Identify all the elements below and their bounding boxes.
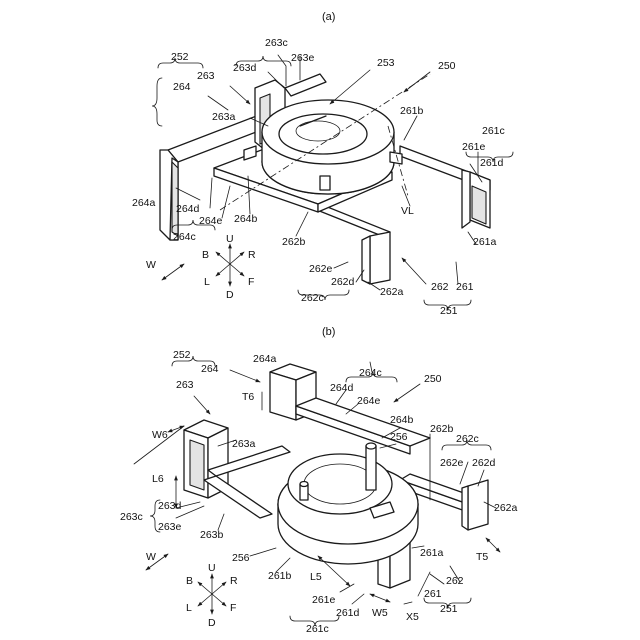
bracket-264-a xyxy=(152,78,162,126)
label-264: 264 xyxy=(173,81,191,93)
label-262b-b: 262b xyxy=(430,423,454,435)
label-251: 251 xyxy=(440,305,458,317)
label-264e: 264e xyxy=(199,215,223,227)
label-256-top: 256 xyxy=(390,431,408,443)
label-261d-b: 261d xyxy=(336,607,360,619)
label-263d-b: 263d xyxy=(158,500,182,512)
axis-F-a: F xyxy=(248,276,254,288)
direction-axes-a: U D B F L R W xyxy=(146,233,256,301)
axis-U-b: U xyxy=(208,562,216,574)
label-263e-b: 263e xyxy=(158,521,182,533)
label-W6: W6 xyxy=(152,429,168,441)
figure-a: (a) xyxy=(132,11,513,317)
label-262: 262 xyxy=(431,281,449,293)
caption-b: (b) xyxy=(322,326,335,338)
label-264a-b: 264a xyxy=(253,353,277,365)
axis-R-b: R xyxy=(230,575,238,587)
label-263c-b: 263c xyxy=(120,511,143,523)
axis-R-a: R xyxy=(248,249,256,261)
label-261e-b: 261e xyxy=(312,594,336,606)
label-250: 250 xyxy=(438,60,456,72)
label-L6: L6 xyxy=(152,473,164,485)
label-262e-b: 262e xyxy=(440,457,464,469)
label-261a-b: 261a xyxy=(420,547,444,559)
label-264d: 264d xyxy=(176,203,200,215)
label-264b: 264b xyxy=(234,213,258,225)
label-261-b: 261 xyxy=(424,588,442,600)
label-256-bottom: 256 xyxy=(232,552,250,564)
caption-a: (a) xyxy=(322,11,335,23)
axis-B-a: B xyxy=(202,249,209,261)
label-263: 263 xyxy=(197,70,215,82)
axis-W-b: W xyxy=(146,551,156,563)
label-T5: T5 xyxy=(476,551,488,563)
axis-D-b: D xyxy=(208,617,216,629)
axis-L-b: L xyxy=(186,602,192,614)
label-264c: 264c xyxy=(173,231,196,243)
direction-axes-b: U D B F L R W xyxy=(146,551,238,629)
label-263a-b: 263a xyxy=(232,438,256,450)
label-261c: 261c xyxy=(482,125,505,137)
axis-B-b: B xyxy=(186,575,193,587)
label-261a: 261a xyxy=(473,236,497,248)
label-263a: 263a xyxy=(212,111,236,123)
label-T6: T6 xyxy=(242,391,254,403)
label-262a-b: 262a xyxy=(494,502,518,514)
label-261e: 261e xyxy=(462,141,486,153)
label-261: 261 xyxy=(456,281,474,293)
label-VL: VL xyxy=(401,205,414,217)
label-262b: 262b xyxy=(282,236,306,248)
label-262a: 262a xyxy=(380,286,404,298)
label-263c: 263c xyxy=(265,37,288,49)
label-262c-b: 262c xyxy=(456,433,479,445)
label-X5: X5 xyxy=(406,611,419,623)
holder-250-part-a xyxy=(160,74,490,284)
label-250-b: 250 xyxy=(424,373,442,385)
label-263e: 263e xyxy=(291,52,315,64)
label-252-b: 252 xyxy=(173,349,191,361)
label-264-b: 264 xyxy=(201,363,219,375)
label-264e-b: 264e xyxy=(357,395,381,407)
label-261c-b: 261c xyxy=(306,623,329,635)
label-262c: 262c xyxy=(301,292,324,304)
label-262d-b: 262d xyxy=(472,457,496,469)
axis-U-a: U xyxy=(226,233,234,245)
label-262d: 262d xyxy=(331,276,355,288)
axis-D-a: D xyxy=(226,289,234,301)
label-262e: 262e xyxy=(309,263,333,275)
label-263b-b: 263b xyxy=(200,529,224,541)
label-264c-b: 264c xyxy=(359,367,382,379)
label-263d: 263d xyxy=(233,62,257,74)
label-263-b: 263 xyxy=(176,379,194,391)
label-264b-b: 264b xyxy=(390,414,414,426)
label-L5: L5 xyxy=(310,571,322,583)
axis-F-b: F xyxy=(230,602,236,614)
figure-b: (b) xyxy=(120,326,518,635)
label-261d: 261d xyxy=(480,157,504,169)
axis-L-a: L xyxy=(204,276,210,288)
label-251-b: 251 xyxy=(440,603,458,615)
label-252: 252 xyxy=(171,51,189,63)
label-W5: W5 xyxy=(372,607,388,619)
label-264d-b: 264d xyxy=(330,382,354,394)
label-262-b: 262 xyxy=(446,575,464,587)
label-264a: 264a xyxy=(132,197,156,209)
label-261b: 261b xyxy=(400,105,424,117)
axis-W-a: W xyxy=(146,259,156,271)
label-253: 253 xyxy=(377,57,395,69)
label-261b-b: 261b xyxy=(268,570,292,582)
